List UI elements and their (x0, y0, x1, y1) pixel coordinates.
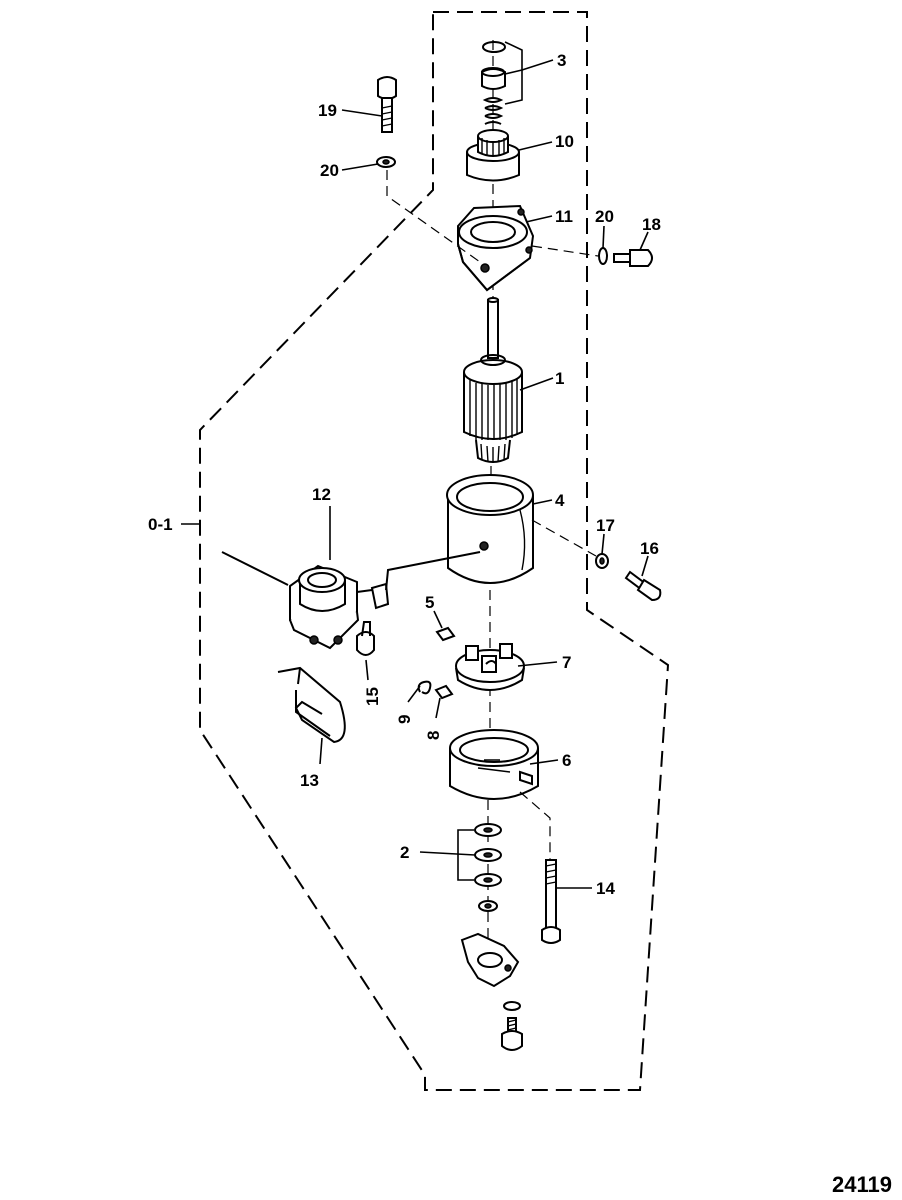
bottom-screw-washer (501, 1001, 523, 1051)
part-20-washer-upper (376, 156, 396, 168)
part-10-drive-pinion (466, 129, 520, 182)
screw-18-axis (531, 245, 599, 257)
part-1-armature (463, 297, 523, 463)
callout-11: 11 (555, 207, 573, 226)
callout-assembly-0-1: 0-1 (148, 515, 173, 534)
callout-2: 2 (400, 843, 409, 862)
part-8-brush (434, 684, 454, 700)
callout-16: 16 (640, 539, 659, 558)
callout-6: 6 (562, 751, 571, 770)
callout-20-upper: 20 (320, 161, 339, 180)
screw-19-axis (386, 170, 481, 263)
mounting-bracket (460, 932, 520, 988)
part-19-screw (377, 76, 397, 133)
callout-5: 5 (425, 593, 434, 612)
callout-leader-lines (319, 41, 649, 889)
callout-15: 15 (363, 687, 382, 706)
callout-12: 12 (312, 485, 331, 504)
part-20-washer-right (598, 247, 608, 265)
callout-labels: 3 10 11 19 20 20 18 1 4 12 0-1 17 16 5 7… (148, 51, 661, 898)
callout-13: 13 (300, 771, 319, 790)
assembly-boundary-outline (199, 11, 670, 1091)
part-18-screw (613, 249, 653, 267)
callout-18: 18 (642, 215, 661, 234)
part-7-brush-holder (455, 643, 525, 691)
part-13-cable (277, 666, 346, 744)
callout-4: 4 (555, 491, 565, 510)
part-6-end-cap (449, 729, 539, 800)
callout-8: 8 (424, 731, 443, 740)
callout-3: 3 (557, 51, 566, 70)
part-16-screw (624, 570, 662, 602)
figure-number: 24119 (832, 1172, 892, 1197)
part-14-through-bolt (519, 791, 561, 944)
part-9-brush-spring (417, 680, 432, 695)
screw-16-axis (531, 519, 597, 557)
callout-7: 7 (562, 653, 571, 672)
callout-17: 17 (596, 516, 615, 535)
callout-9: 9 (395, 715, 414, 724)
part-5-brush (435, 626, 456, 642)
callout-19: 19 (318, 101, 337, 120)
part-3-ring-collar-spring (481, 41, 506, 125)
part-12-solenoid (221, 551, 481, 650)
callout-1: 1 (555, 369, 564, 388)
part-11-drive-end-cap (457, 204, 535, 292)
callout-20-right: 20 (595, 207, 614, 226)
part-4-frame-housing (446, 474, 534, 584)
part-17-washer (595, 553, 609, 569)
part-2-washers (474, 823, 502, 912)
part-15-terminal-boot (356, 621, 375, 656)
callout-10: 10 (555, 132, 574, 151)
callout-14: 14 (596, 879, 615, 898)
